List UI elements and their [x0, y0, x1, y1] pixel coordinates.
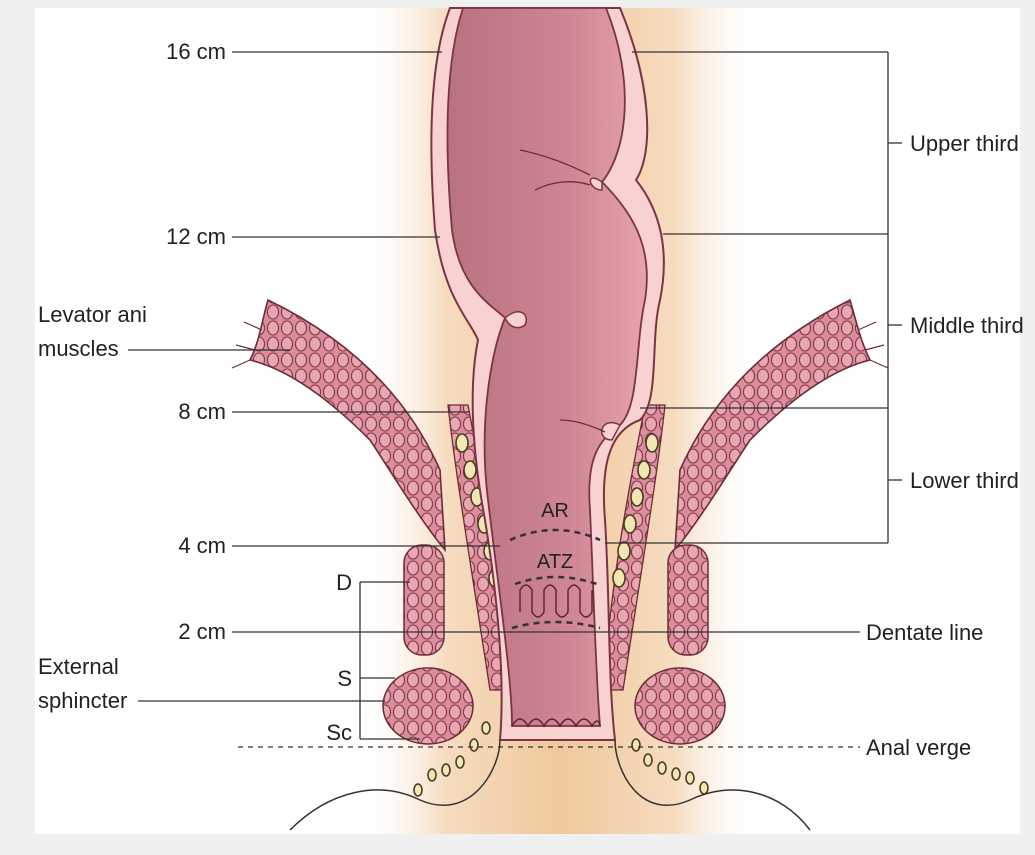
label-2cm: 2 cm — [178, 619, 226, 644]
label-atz: ATZ — [537, 551, 573, 573]
label-d: D — [336, 570, 352, 595]
label-levator-ani-line2: muscles — [38, 336, 119, 361]
label-middle-third: Middle third — [910, 313, 1024, 338]
label-upper-third: Upper third — [910, 131, 1019, 156]
superficial-sphincter-right — [635, 668, 725, 744]
label-external-sphincter-line1: External — [38, 654, 119, 679]
label-dentate-line: Dentate line — [866, 620, 983, 645]
label-external-sphincter-line2: sphincter — [38, 688, 127, 713]
deep-sphincter-left — [404, 545, 444, 655]
label-4cm: 4 cm — [178, 533, 226, 558]
label-12cm: 12 cm — [166, 224, 226, 249]
label-8cm: 8 cm — [178, 399, 226, 424]
label-ar: AR — [541, 500, 569, 522]
label-sc: Sc — [326, 720, 352, 745]
label-levator-ani-line1: Levator ani — [38, 302, 147, 327]
label-s: S — [337, 666, 352, 691]
label-lower-third: Lower third — [910, 468, 1019, 493]
deep-sphincter-right — [668, 545, 708, 655]
label-16cm: 16 cm — [166, 39, 226, 64]
superficial-sphincter-left — [383, 668, 473, 744]
label-anal-verge: Anal verge — [866, 735, 971, 760]
